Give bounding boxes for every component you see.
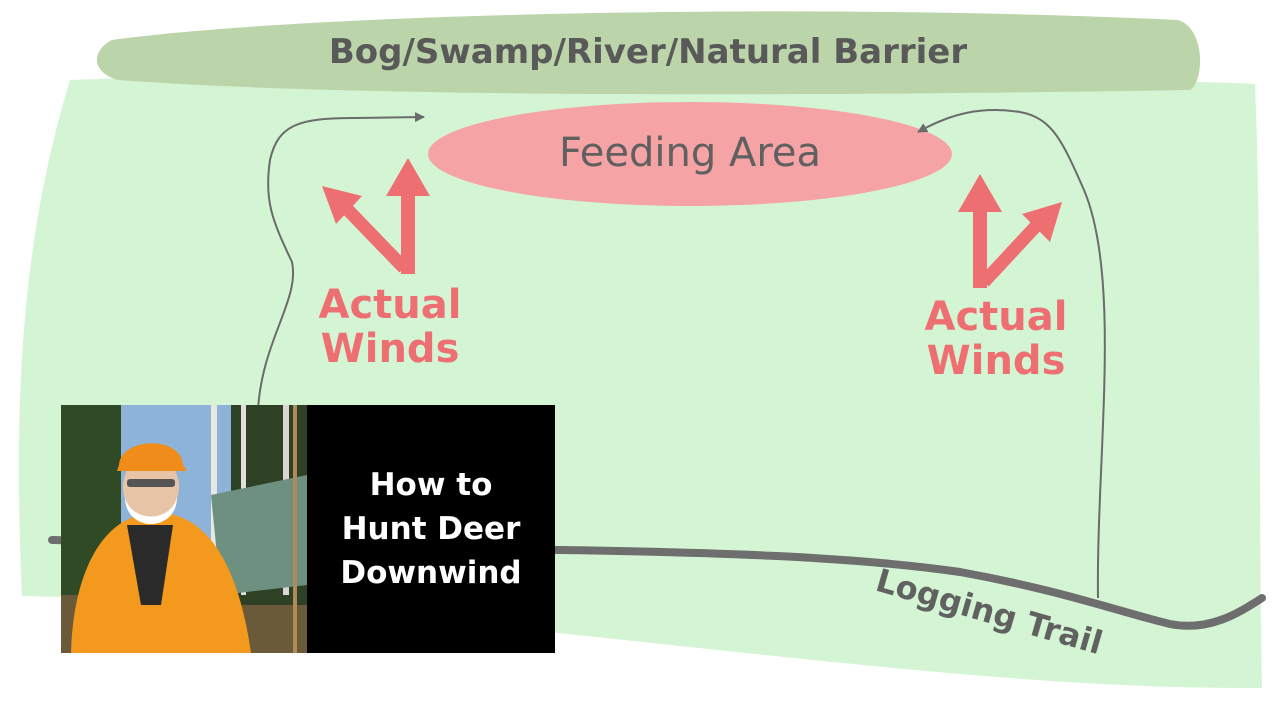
video-thumbnail: How to Hunt Deer Downwind [61,405,555,653]
feeding-area [428,102,952,206]
thumbnail-title-line1: How to [369,467,493,503]
thumbnail-title-line2: Hunt Deer [341,511,521,547]
barrier-label: Bog/Swamp/River/Natural Barrier [329,32,967,72]
left-approach-path [257,112,425,411]
left-wind-arrows-icon [322,158,430,274]
hunter-photo [61,405,307,653]
left-wind-label-line1: Actual [319,282,462,328]
barrier-band [96,11,1201,95]
right-wind-arrows-icon [958,174,1062,288]
left-wind-label-line2: Winds [321,326,460,372]
thumbnail-title-line3: Downwind [340,555,522,591]
logging-trail [48,536,1266,630]
thumbnail-title: How to Hunt Deer Downwind [307,405,555,653]
right-wind-label-line2: Winds [927,338,1066,384]
feeding-label: Feeding Area [559,130,821,176]
right-wind-label-line1: Actual [925,294,1068,340]
right-approach-path [917,109,1106,599]
